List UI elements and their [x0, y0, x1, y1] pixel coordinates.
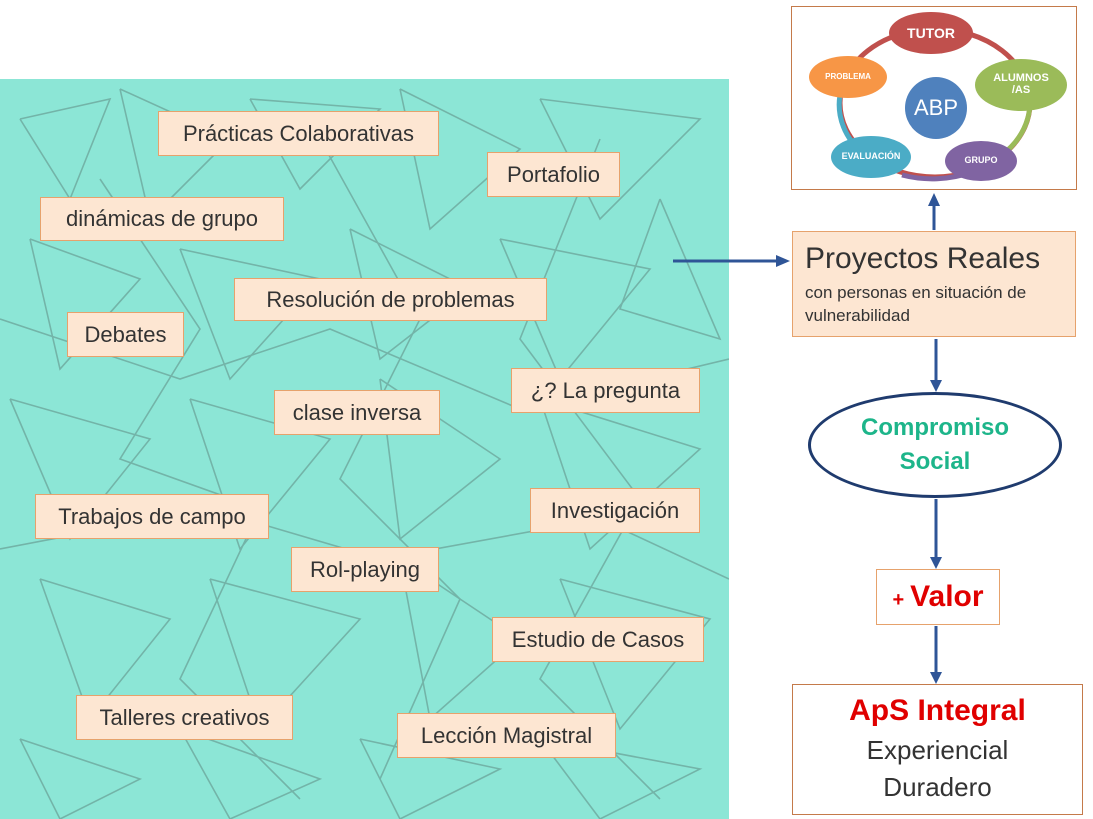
abp-center: ABP	[905, 77, 967, 139]
method-clase-inversa: clase inversa	[274, 390, 440, 435]
method-investigacion: Investigación	[530, 488, 700, 533]
cycle-node-evaluacion: EVALUACIÓN	[831, 136, 911, 178]
aps-line2: Duradero	[883, 771, 992, 802]
compromiso-social-ellipse: Compromiso Social	[808, 392, 1062, 498]
aps-line1: Experiencial	[866, 735, 1009, 766]
cycle-node-problema: PROBLEMA	[809, 56, 887, 98]
method-la-pregunta: ¿? La pregunta	[511, 368, 700, 413]
proyectos-reales-box: Proyectos Reales con personas en situaci…	[792, 231, 1076, 337]
proyectos-reales-subtitle: con personas en situación de vulnerabili…	[805, 283, 1027, 325]
method-talleres-creativos: Talleres creativos	[76, 695, 293, 740]
method-portafolio: Portafolio	[487, 152, 620, 197]
aps-title: ApS Integral	[849, 694, 1026, 728]
aps-integral-box: ApS Integral Experiencial Duradero	[792, 684, 1083, 815]
valor-plus: +	[892, 588, 905, 611]
method-debates: Debates	[67, 312, 184, 357]
valor-box: + Valor	[876, 569, 1000, 625]
valor-word: Valor	[910, 580, 984, 613]
method-practicas-colaborativas: Prácticas Colaborativas	[158, 111, 439, 156]
cycle-node-tutor: TUTOR	[889, 12, 973, 54]
method-dinamicas-de-grupo: dinámicas de grupo	[40, 197, 284, 241]
method-rol-playing: Rol-playing	[291, 547, 439, 592]
compromiso-line1: Compromiso	[860, 414, 1009, 442]
cycle-node-grupo: GRUPO	[945, 141, 1017, 181]
proyectos-reales-title: Proyectos Reales	[805, 242, 1041, 275]
method-leccion-magistral: Lección Magistral	[397, 713, 616, 758]
method-estudio-de-casos: Estudio de Casos	[492, 617, 704, 662]
method-trabajos-de-campo: Trabajos de campo	[35, 494, 269, 539]
cycle-node-alumnos: ALUMNOS /AS	[975, 59, 1067, 111]
method-resolucion-de-problemas: Resolución de problemas	[234, 278, 547, 321]
compromiso-line2: Social	[899, 448, 971, 475]
methods-canvas: Prácticas Colaborativas Portafolio dinám…	[0, 79, 729, 819]
abp-cycle-box: ABP TUTOR ALUMNOS /AS GRUPO EVALUACIÓN P…	[791, 6, 1077, 190]
